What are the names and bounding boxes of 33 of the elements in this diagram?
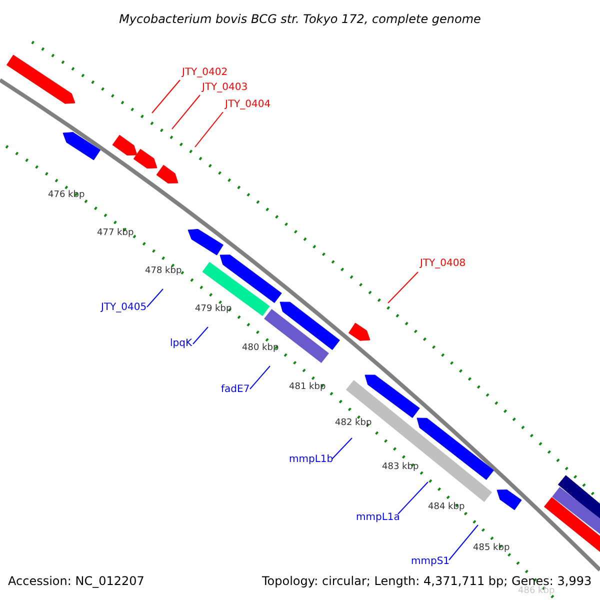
leader-line	[146, 288, 164, 308]
footer-text: Topology: circular; Length: 4,371,711 bp; Genes: 3,993	[262, 574, 592, 588]
leader-line	[194, 112, 224, 148]
gene-label: mmpS1	[411, 555, 450, 569]
position-label: 483 kbp	[382, 461, 419, 473]
gene-label: lpqK	[170, 337, 192, 351]
gene-label: JTY_0408	[420, 257, 466, 271]
leader-line	[192, 326, 208, 344]
leader-line	[250, 366, 270, 390]
gene-label: JTY_0405	[101, 301, 147, 315]
position-label: 484 kbp	[428, 501, 465, 513]
position-label: 477 kbp	[97, 227, 134, 239]
position-label: 478 kbp	[145, 265, 182, 277]
gene-label: mmpL1b	[289, 453, 334, 467]
leader-line	[388, 272, 418, 304]
position-label: 482 kbp	[335, 417, 372, 429]
gene-label: JTY_0402	[182, 66, 228, 80]
gene-label: mmpL1a	[356, 511, 400, 525]
position-label: 476 kbp	[48, 189, 85, 201]
leader-line	[172, 94, 200, 130]
footer-text: Accession: NC_012207	[8, 574, 144, 589]
position-label: 481 kbp	[289, 381, 326, 393]
gene-label: fadE7	[221, 383, 250, 397]
position-label: 479 kbp	[195, 303, 232, 315]
leader-line	[398, 482, 428, 514]
diagram-title: Mycobacterium bovis BCG str. Tokyo 172, complete genome	[118, 11, 482, 28]
leader-line	[152, 80, 180, 114]
leader-line	[448, 524, 478, 560]
position-label: 485 kbp	[473, 542, 510, 554]
leader-line	[332, 438, 352, 460]
position-label: 480 kbp	[242, 342, 279, 354]
gene-label: JTY_0403	[202, 81, 248, 95]
gene-label: JTY_0404	[225, 98, 271, 112]
